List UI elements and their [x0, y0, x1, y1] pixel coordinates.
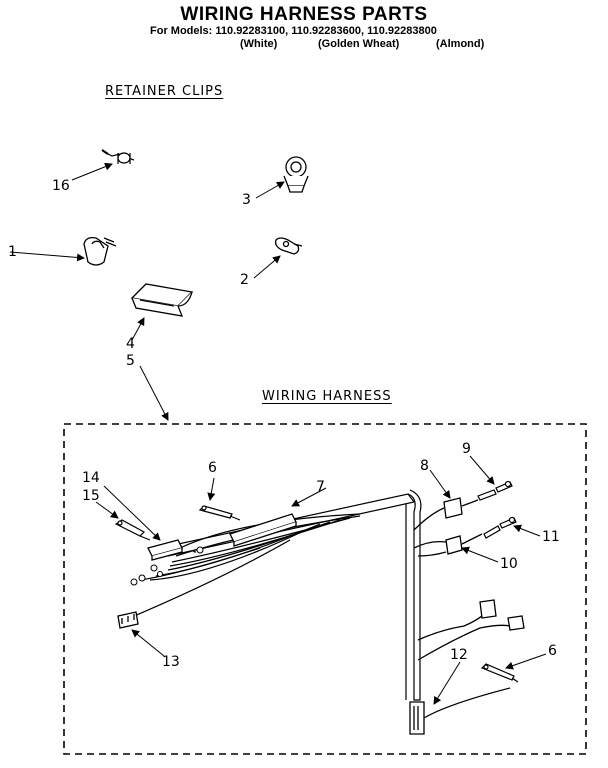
- page-title: WIRING HARNESS PARTS: [180, 4, 428, 25]
- callout-6-upper: 6: [208, 460, 217, 476]
- right-plugs: [417, 599, 525, 661]
- leader-2: [253, 255, 281, 279]
- callout-6-lower: 6: [548, 643, 557, 659]
- leader-12: [433, 661, 461, 705]
- color-almond-label: (Almond): [436, 38, 485, 50]
- leader-3: [255, 181, 285, 199]
- leader-6a: [207, 477, 216, 501]
- callout-3: 3: [242, 192, 251, 208]
- leader-14: [103, 485, 161, 541]
- part-1-cable-clip: [83, 236, 117, 266]
- part-16-clip: [101, 149, 135, 164]
- part-7-long-connector: [229, 513, 297, 547]
- callout-7: 7: [316, 479, 325, 495]
- leader-16: [71, 162, 113, 181]
- leader-11: [513, 524, 541, 537]
- color-golden-wheat-label: (Golden Wheat): [318, 38, 400, 50]
- part-11-terminals: [483, 516, 517, 539]
- leader-6b: [505, 653, 547, 670]
- part-6-terminal-upper: [198, 505, 241, 521]
- part-3-ring-clip: [283, 156, 309, 193]
- retainer-clips-heading: RETAINER CLIPS: [105, 84, 224, 99]
- part-14-connector: [147, 539, 183, 561]
- leader-4: [131, 317, 145, 341]
- callout-13: 13: [162, 654, 180, 670]
- leader-8: [429, 469, 451, 499]
- callout-1: 1: [8, 244, 17, 260]
- leader-13: [131, 629, 165, 657]
- callout-14: 14: [82, 470, 100, 486]
- part-12-connector: [409, 687, 511, 735]
- leader-15: [95, 501, 119, 519]
- models-line: For Models: 110.92283100, 110.92283600, …: [150, 25, 437, 37]
- part-13-connector: [117, 611, 139, 629]
- color-white-label: (White): [240, 38, 278, 50]
- callout-10: 10: [500, 556, 518, 572]
- callout-8: 8: [420, 458, 429, 474]
- callout-4: 4: [126, 336, 135, 352]
- part-4-channel-clip: [130, 283, 194, 317]
- leader-10: [461, 546, 499, 563]
- part-8-connector: [413, 497, 479, 531]
- wire-ends: [130, 546, 204, 586]
- wiring-harness-heading: WIRING HARNESS: [262, 389, 392, 404]
- callout-15: 15: [82, 488, 100, 504]
- leader-9: [469, 455, 495, 485]
- part-6-terminal-lower: [480, 663, 519, 683]
- part-10-connector: [413, 533, 483, 557]
- part-2-small-clip: [274, 237, 303, 255]
- leader-1: [9, 251, 85, 262]
- part-9-terminals: [477, 480, 513, 501]
- leader-5: [139, 365, 169, 421]
- callout-12: 12: [450, 647, 468, 663]
- callout-11: 11: [542, 529, 560, 545]
- callout-9: 9: [462, 441, 471, 457]
- callout-5: 5: [126, 353, 135, 369]
- callout-16: 16: [52, 178, 70, 194]
- leader-7: [291, 487, 327, 507]
- callout-2: 2: [240, 272, 249, 288]
- harness-box: [63, 423, 587, 755]
- part-15-terminal: [114, 519, 151, 541]
